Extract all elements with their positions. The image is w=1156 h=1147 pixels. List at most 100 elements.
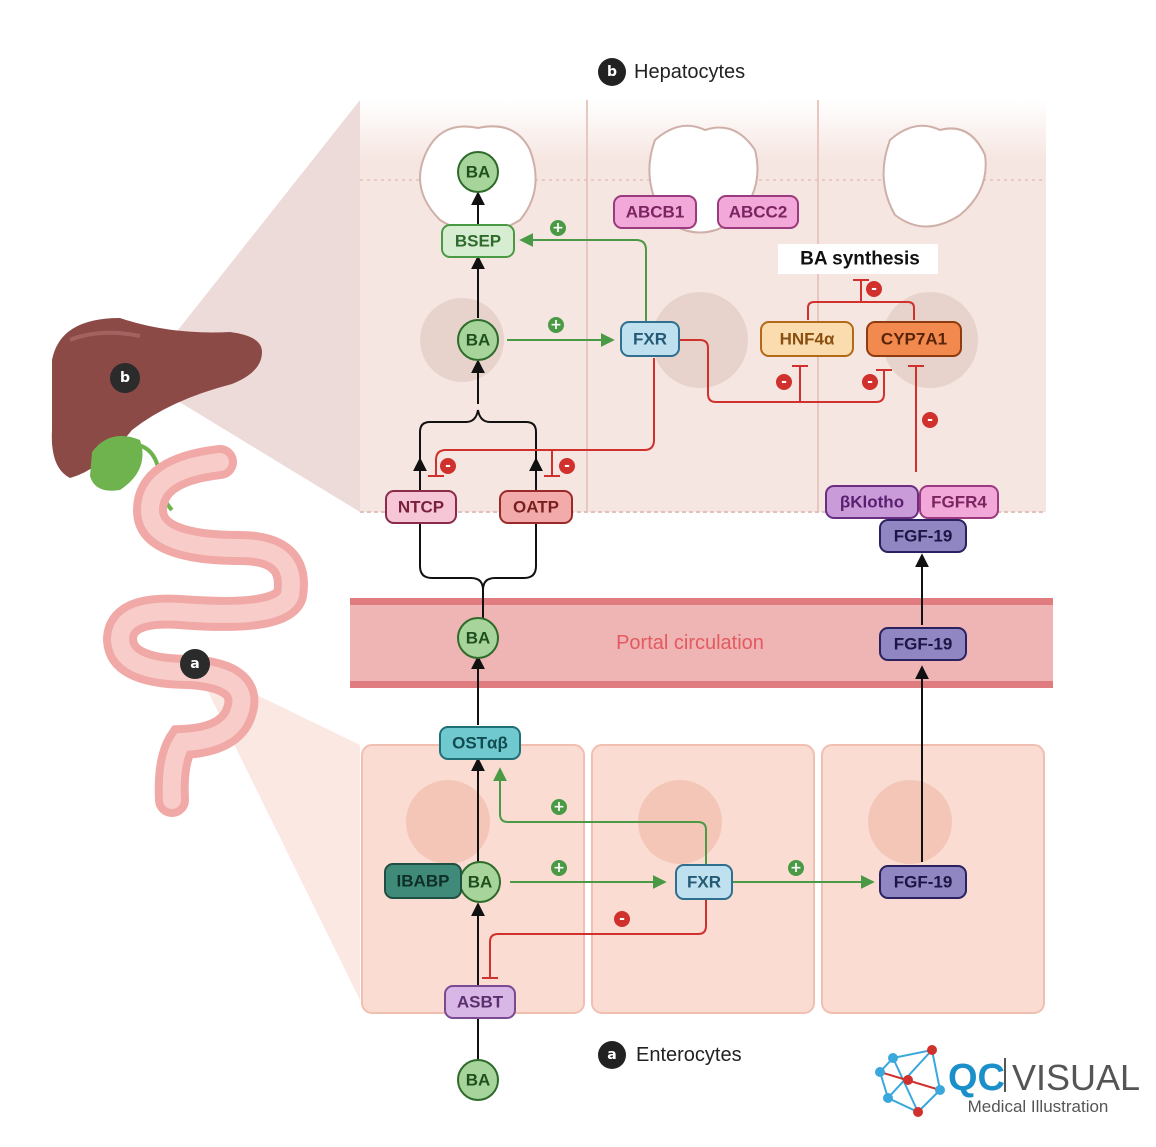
ba-canaliculus: BA (457, 151, 499, 193)
hnf4a-box: HNF4α (760, 321, 854, 357)
svg-text:-: - (564, 458, 570, 474)
intestine-marker: a (180, 649, 210, 679)
svg-text:-: - (781, 374, 787, 390)
svg-text:+: + (550, 317, 562, 333)
svg-text:CYP7A1: CYP7A1 (881, 330, 947, 349)
portal-circulation-label: Portal circulation (616, 632, 764, 654)
abcc2-box: ABCC2 (717, 195, 799, 229)
bklotho-box: βKlotho (825, 485, 919, 519)
fgf19-enterocyte-box: FGF-19 (879, 865, 967, 899)
svg-text:BA: BA (466, 163, 491, 182)
svg-text:HNF4α: HNF4α (780, 330, 835, 349)
hepatocytes-title: b Hepatocytes (598, 58, 745, 86)
enterocyte-nucleus-3 (868, 780, 952, 864)
svg-text:FGF-19: FGF-19 (894, 873, 953, 892)
intestine-marker-text: a (190, 656, 199, 672)
hepatocytes-title-text: Hepatocytes (634, 61, 745, 83)
liver (51, 318, 263, 478)
minus-badge: - (614, 911, 630, 927)
hepatocyte-panel (360, 100, 1046, 513)
intestine-lumen (110, 453, 300, 809)
plus-badge: + (551, 799, 567, 815)
svg-text:BA: BA (466, 1071, 491, 1090)
enterocytes-marker: a (607, 1047, 616, 1063)
svg-text:+: + (553, 860, 565, 876)
svg-text:βKlotho: βKlotho (840, 493, 904, 512)
asbt-box: ASBT (444, 985, 516, 1019)
svg-text:OATP: OATP (513, 498, 559, 517)
svg-text:FXR: FXR (633, 330, 667, 349)
plus-badge: + (551, 860, 567, 876)
minus-badge: - (866, 281, 882, 297)
plus-badge: + (550, 220, 566, 236)
inhibition-signs: - - - - - - - (440, 281, 938, 927)
ibabp-box: IBABP (384, 863, 462, 899)
svg-text:-: - (867, 374, 873, 390)
svg-text:FGF-19: FGF-19 (894, 635, 953, 654)
ba-lumen: BA (457, 1059, 499, 1101)
logo-brand-a: QC (948, 1057, 1005, 1099)
enterocyte-nucleus-1 (406, 780, 490, 864)
ostab-box: OSTαβ (439, 726, 521, 760)
cyp7a1-box: CYP7A1 (866, 321, 962, 357)
svg-text:+: + (553, 799, 565, 815)
inhibition-lines (428, 279, 924, 979)
intestine-zoom-cone (195, 665, 360, 1000)
minus-badge: - (862, 374, 878, 390)
liver-marker: b (110, 363, 140, 393)
fgfr4-box: FGFR4 (919, 485, 999, 519)
svg-text:-: - (871, 281, 877, 297)
liver-zoom-cone (140, 100, 360, 512)
svg-text:OSTαβ: OSTαβ (452, 734, 508, 753)
fgf19-receptor-box: FGF-19 (879, 519, 967, 553)
network-icon (875, 1045, 945, 1117)
svg-text:-: - (445, 458, 451, 474)
logo-tagline: Medical Illustration (968, 1097, 1109, 1116)
activation-arrows (493, 233, 875, 889)
svg-text:BA: BA (468, 873, 493, 892)
transport-arrows (413, 191, 929, 1060)
svg-text:FGFR4: FGFR4 (931, 493, 987, 512)
hepatocytes-marker: b (607, 64, 617, 80)
svg-text:BSEP: BSEP (455, 232, 501, 251)
canaliculus-3 (882, 124, 987, 228)
bsep-box: BSEP (441, 224, 515, 258)
svg-text:-: - (927, 412, 933, 428)
minus-badge: - (559, 458, 575, 474)
svg-text:BA: BA (466, 629, 491, 648)
fxr-enterocyte-box: FXR (675, 864, 733, 900)
ba-synthesis-box (778, 244, 938, 274)
ba-hepatocyte: BA (457, 319, 499, 361)
ba-portal: BA (457, 617, 499, 659)
abcb1-box: ABCB1 (613, 195, 697, 229)
minus-badge: - (440, 458, 456, 474)
svg-text:FGF-19: FGF-19 (894, 527, 953, 546)
svg-text:ASBT: ASBT (457, 993, 504, 1012)
svg-text:FXR: FXR (687, 873, 721, 892)
plus-badge: + (788, 860, 804, 876)
enterocytes-title: a Enterocytes (598, 1041, 742, 1069)
fgf19-portal-box: FGF-19 (879, 627, 967, 661)
ba-enterocyte: BA (459, 861, 501, 903)
oatp-box: OATP (499, 490, 573, 524)
svg-text:BA: BA (466, 331, 491, 350)
svg-text:ABCB1: ABCB1 (626, 203, 685, 222)
svg-text:IBABP: IBABP (397, 872, 450, 891)
activation-signs: + + + + + (548, 220, 804, 876)
ba-synthesis-label: BA synthesis (800, 249, 920, 270)
plus-badge: + (548, 317, 564, 333)
svg-text:-: - (619, 911, 625, 927)
ntcp-box: NTCP (385, 490, 457, 524)
svg-text:+: + (790, 860, 802, 876)
qc-visual-logo: QC VISUAL Medical Illustration (875, 1045, 1140, 1117)
enterocytes-title-text: Enterocytes (636, 1044, 742, 1066)
liver-marker-text: b (120, 370, 130, 386)
svg-text:+: + (552, 220, 564, 236)
logo-brand-b: VISUAL (1012, 1057, 1140, 1098)
minus-badge: - (776, 374, 792, 390)
svg-text:ABCC2: ABCC2 (729, 203, 788, 222)
minus-badge: - (922, 412, 938, 428)
fxr-hepatocyte-box: FXR (620, 321, 680, 357)
svg-text:NTCP: NTCP (398, 498, 444, 517)
